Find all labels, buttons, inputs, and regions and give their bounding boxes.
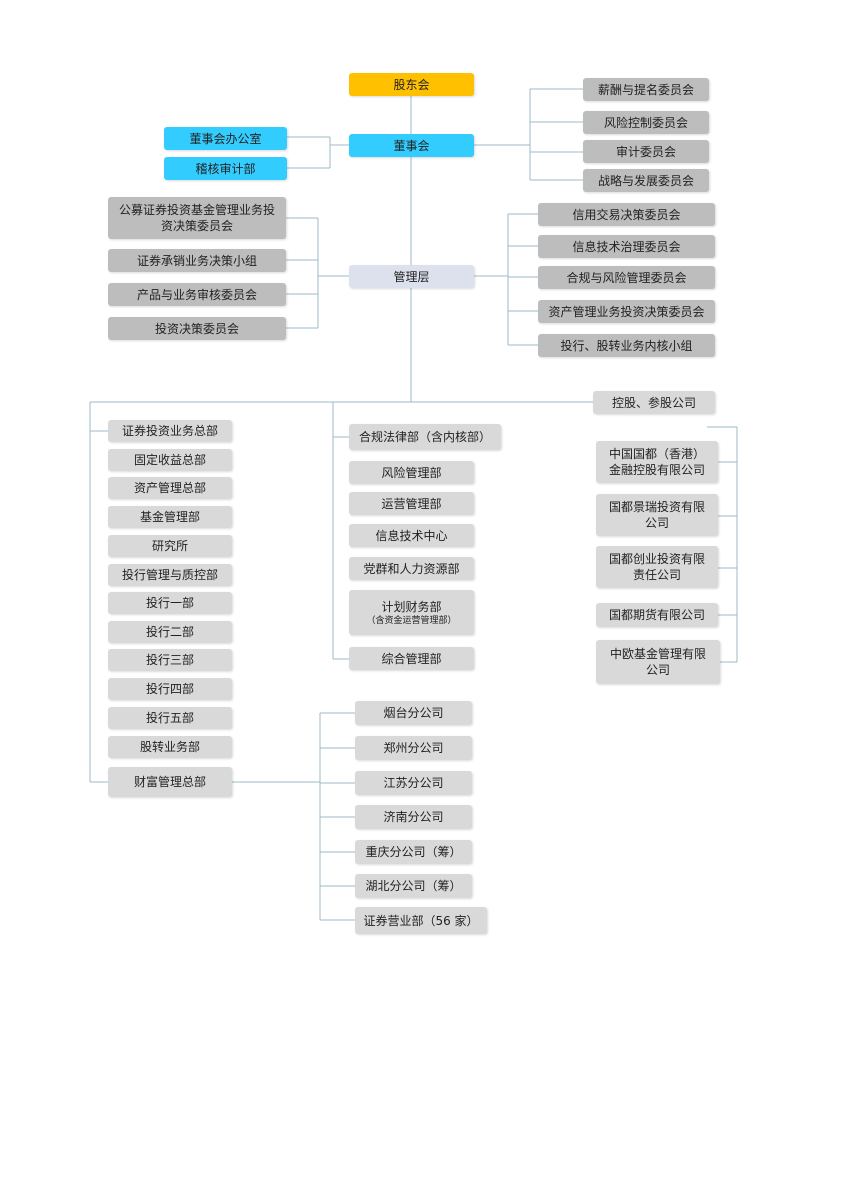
board-committee-box: 薪酬与提名委员会 <box>583 78 709 101</box>
department-box: 信息技术中心 <box>349 524 474 547</box>
branch-box: 江苏分公司 <box>355 771 472 795</box>
mgmt-committee-box: 公募证券投资基金管理业务投资决策委员会 <box>108 197 286 239</box>
board-committee-box: 审计委员会 <box>583 140 709 163</box>
department-box: 投行五部 <box>108 707 232 729</box>
department-box: 资产管理总部 <box>108 477 232 499</box>
mgmt-committee-box: 产品与业务审核委员会 <box>108 283 286 306</box>
audit-dept-box: 稽核审计部 <box>164 157 287 180</box>
board-box: 董事会 <box>349 134 474 157</box>
holding-company-box: 中国国都（香港）金融控股有限公司 <box>596 441 718 483</box>
branch-box: 湖北分公司（筹） <box>355 874 472 898</box>
department-sublabel: （含资金运营管理部） <box>366 615 457 626</box>
mgmt-committee-box: 证券承销业务决策小组 <box>108 249 286 272</box>
holdings-title-box: 控股、参股公司 <box>593 391 715 414</box>
branch-box: 郑州分公司 <box>355 736 472 760</box>
department-box: 股转业务部 <box>108 736 232 758</box>
mgmt-committee-box: 投行、股转业务内核小组 <box>538 334 715 357</box>
department-box: 投行四部 <box>108 678 232 700</box>
department-box: 投行三部 <box>108 649 232 671</box>
department-box: 基金管理部 <box>108 506 232 528</box>
department-box: 计划财务部 （含资金运营管理部） <box>349 590 474 635</box>
mgmt-committee-box: 合规与风险管理委员会 <box>538 266 715 289</box>
mgmt-committee-box: 信用交易决策委员会 <box>538 203 715 226</box>
holding-company-box: 中欧基金管理有限公司 <box>596 640 720 684</box>
mgmt-committee-box: 投资决策委员会 <box>108 317 286 340</box>
board-committee-box: 风险控制委员会 <box>583 111 709 134</box>
holding-company-box: 国都期货有限公司 <box>596 603 718 627</box>
holding-company-box: 国都创业投资有限责任公司 <box>596 546 718 588</box>
department-box: 投行一部 <box>108 592 232 614</box>
branch-box: 烟台分公司 <box>355 701 472 725</box>
department-box: 投行二部 <box>108 621 232 643</box>
department-box: 财富管理总部 <box>108 767 232 797</box>
department-box: 运营管理部 <box>349 492 474 515</box>
department-box: 综合管理部 <box>349 647 474 670</box>
department-box: 合规法律部（含内核部） <box>349 424 501 450</box>
management-box: 管理层 <box>349 265 474 288</box>
department-box: 党群和人力资源部 <box>349 557 474 580</box>
branch-box: 济南分公司 <box>355 805 472 829</box>
department-box: 投行管理与质控部 <box>108 564 232 586</box>
shareholders-box: 股东会 <box>349 73 474 96</box>
branch-box: 证券营业部（56 家） <box>355 907 487 934</box>
board-office-box: 董事会办公室 <box>164 127 287 150</box>
board-committee-box: 战略与发展委员会 <box>583 169 709 192</box>
branch-box: 重庆分公司（筹） <box>355 840 472 864</box>
mgmt-committee-box: 资产管理业务投资决策委员会 <box>538 300 715 323</box>
department-box: 证券投资业务总部 <box>108 420 232 442</box>
department-box: 风险管理部 <box>349 461 474 484</box>
department-box: 固定收益总部 <box>108 449 232 471</box>
holding-company-box: 国都景瑞投资有限公司 <box>596 494 718 536</box>
department-label: 计划财务部 <box>381 599 442 614</box>
department-box: 研究所 <box>108 535 232 557</box>
mgmt-committee-box: 信息技术治理委员会 <box>538 235 715 258</box>
